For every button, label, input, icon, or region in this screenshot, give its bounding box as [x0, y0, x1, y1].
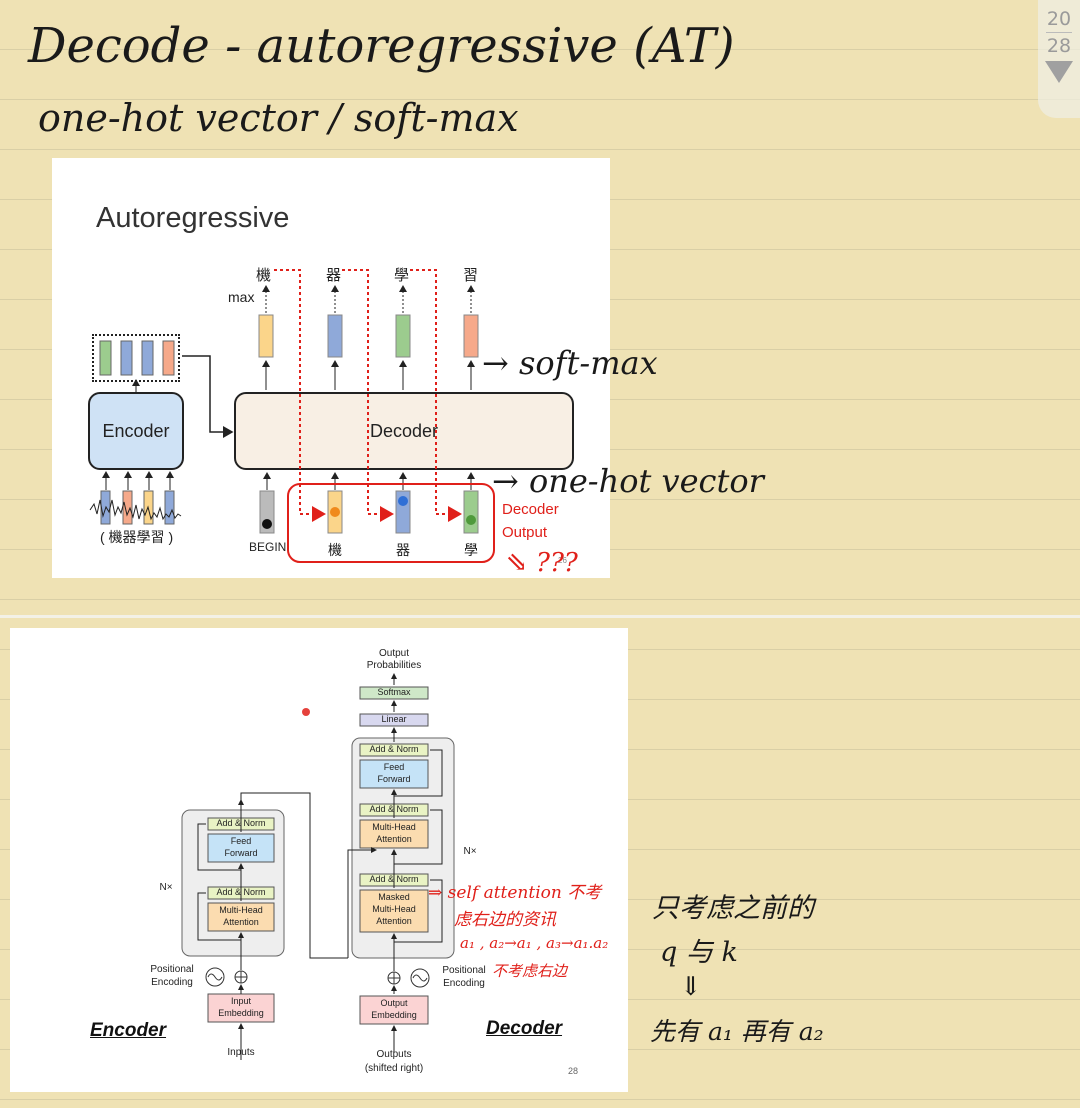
- softmax-vec-3: [395, 314, 411, 358]
- dec-multi-head: [359, 819, 429, 849]
- dec-masked-multi-head: [359, 889, 429, 933]
- softmax-label: Softmax: [377, 687, 411, 697]
- note-onehot: → one-hot vector: [492, 462, 764, 500]
- enc-add-norm-2-label: Add & Norm: [216, 887, 266, 897]
- output-probabilities-2: Probabilities: [366, 660, 422, 671]
- inputs-label: Inputs: [227, 1047, 255, 1058]
- outputs-label-1: Outputs: [376, 1049, 412, 1060]
- output-char-3: 學: [394, 267, 410, 284]
- slide-page-number: 26: [558, 556, 567, 565]
- encoder-stack: [181, 809, 285, 957]
- enc-feed-forward: [207, 833, 275, 863]
- enc-multi-head-label-1: Multi-Head: [219, 905, 263, 915]
- decoder-output-highlight: [287, 483, 495, 563]
- note-self-attention-3: a₁ , a₂→a₁ , a₃→a₁.a₂: [460, 934, 609, 952]
- dec-masked-multi-head-label-1: Multi-Head: [372, 904, 416, 914]
- enc-vec-4: [162, 340, 175, 376]
- dec-add-norm-1: [359, 743, 429, 757]
- note-self-attention-4: 不考虑右边: [492, 962, 568, 980]
- dec-feed-forward-label-2: Forward: [377, 774, 411, 784]
- total-pages: 28: [1046, 35, 1072, 57]
- input-char-3: 學: [464, 542, 478, 558]
- slide-transformer: Output Probabilities Softmax Linear Add …: [10, 628, 628, 1092]
- enc-multi-head: [207, 902, 275, 932]
- encoder-nx: N×: [159, 882, 173, 893]
- note-right-4: 先有 a₁ 再有 a₂: [650, 1017, 824, 1046]
- onehot-vec-3: [463, 490, 479, 534]
- audio-caption: ( 機器學習 ): [100, 529, 174, 545]
- dec-positional-encoding-1: Positional: [442, 965, 486, 976]
- enc-feed-forward-label-1: Feed: [230, 836, 252, 846]
- input-embedding-label-2: Embedding: [218, 1008, 264, 1018]
- output-char-2: 器: [326, 267, 342, 284]
- enc-multi-head-label-2: Attention: [223, 917, 259, 927]
- dec-positional-encoding-2: Encoding: [443, 978, 485, 989]
- decoder-output-label-2: Output: [502, 524, 548, 541]
- output-embedding: [359, 995, 429, 1025]
- note-softmax: → soft-max: [482, 344, 658, 382]
- encoder-label: Encoder: [102, 421, 170, 441]
- softmax-vec-2: [327, 314, 343, 358]
- note-self-attention-2: 虑右边的资讯: [454, 910, 556, 930]
- note-right-1: 只考虑之前的: [652, 893, 814, 924]
- dec-add-norm-2-label: Add & Norm: [369, 804, 419, 814]
- softmax-vec-4: [463, 314, 479, 358]
- input-embedding-label-1: Input: [230, 996, 252, 1006]
- autoregressive-diagram: [89, 269, 495, 563]
- begin-label: BEGIN: [249, 540, 287, 554]
- input-char-1: 機: [328, 542, 342, 558]
- scroll-down-icon[interactable]: [1038, 57, 1080, 93]
- note-subtitle: one-hot vector / soft-max: [38, 96, 519, 140]
- outputs-label-2: (shifted right): [364, 1063, 424, 1074]
- page-divider: [1046, 32, 1072, 33]
- input-char-2: 器: [396, 542, 410, 558]
- note-right-2: q 与 k: [660, 937, 738, 968]
- dec-add-norm-3-label: Add & Norm: [369, 874, 419, 884]
- page-indicator[interactable]: 20 28: [1038, 0, 1080, 118]
- dec-feed-forward: [359, 759, 429, 789]
- dec-multi-head-label-1: Multi-Head: [372, 822, 416, 832]
- slide-autoregressive: Autoregressive Encoder Decoder max 機 器 學…: [52, 158, 610, 578]
- input-embedding: [207, 993, 275, 1023]
- masked-label: Masked: [378, 892, 410, 902]
- enc-vec-2: [120, 340, 133, 376]
- transformer-diagram: [181, 673, 455, 1060]
- enc-positional-encoding-2: Encoding: [151, 977, 193, 988]
- decoder-label: Decoder: [369, 421, 439, 441]
- dec-add-norm-1-label: Add & Norm: [369, 744, 419, 754]
- note-right-3: ⇓: [680, 972, 702, 1002]
- enc-add-norm-1-label: Add & Norm: [216, 818, 266, 828]
- output-char-4: 習: [463, 267, 479, 284]
- slide2-page-number: 28: [568, 1066, 579, 1076]
- current-page: 20: [1046, 8, 1072, 30]
- max-label: max: [228, 289, 255, 305]
- note-title: Decode - autoregressive (AT): [28, 18, 735, 74]
- note-self-attention-1: ⇒ self attention 不考: [428, 883, 602, 903]
- decoder-nx: N×: [463, 846, 477, 857]
- encoder-caption: Encoder: [90, 1020, 167, 1041]
- enc-positional-encoding-1: Positional: [150, 964, 194, 975]
- output-embedding-label-2: Embedding: [371, 1010, 417, 1020]
- linear-label: Linear: [381, 714, 407, 724]
- output-char-1: 機: [256, 267, 272, 284]
- softmax-vec-1: [258, 314, 274, 358]
- page-separator: [0, 615, 1080, 618]
- enc-feed-forward-label-2: Forward: [224, 848, 258, 858]
- enc-vec-1: [99, 340, 112, 376]
- softmax-block: [359, 686, 429, 700]
- dec-masked-multi-head-label-2: Attention: [376, 916, 412, 926]
- output-embedding-label-1: Output: [380, 998, 408, 1008]
- encoder-block: [88, 392, 184, 470]
- decoder-caption: Decoder: [486, 1018, 563, 1039]
- decoder-block: [234, 392, 574, 470]
- output-probabilities-1: Output: [378, 648, 410, 659]
- note-question-marks: ⇘ ???: [506, 548, 578, 578]
- slide-heading: Autoregressive: [96, 202, 290, 234]
- enc-vec-3: [141, 340, 154, 376]
- linear-block: [359, 713, 429, 727]
- decoder-output-label-1: Decoder: [502, 501, 559, 518]
- dec-feed-forward-label-1: Feed: [383, 762, 405, 772]
- dec-multi-head-label-2: Attention: [376, 834, 412, 844]
